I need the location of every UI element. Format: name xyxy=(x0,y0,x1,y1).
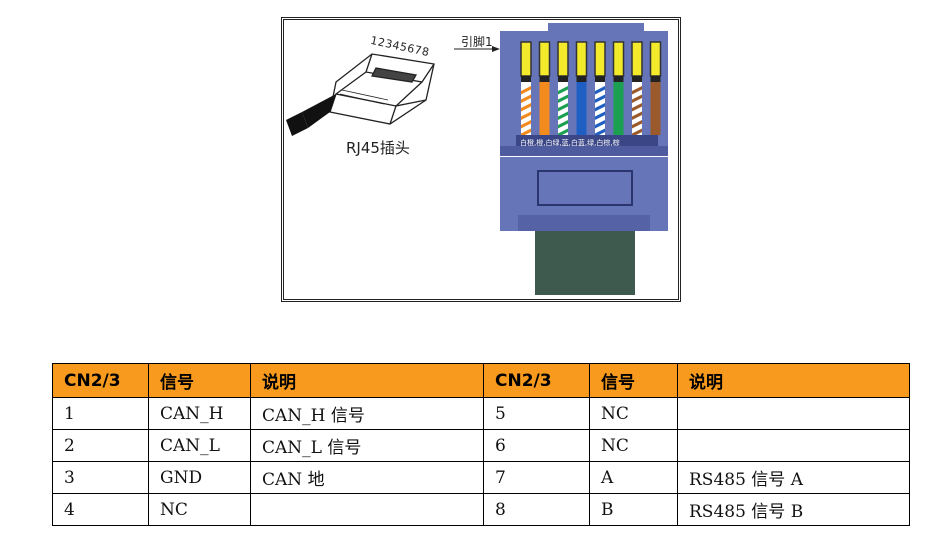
pin-description: CAN_H 信号 xyxy=(250,397,484,430)
pin-contact-3 xyxy=(557,41,569,77)
latch-window xyxy=(537,170,633,206)
wire-color-label: 白橙,橙,白绿,蓝,白蓝,绿,白棕,棕 xyxy=(520,139,620,147)
connector-cable xyxy=(535,231,635,295)
wire-stripe xyxy=(632,94,642,103)
wire-2 xyxy=(539,82,550,135)
rj45-illustration xyxy=(286,23,668,295)
pin-signal: GND xyxy=(148,461,251,494)
pin-signal: A xyxy=(589,461,678,494)
wire-stripe xyxy=(632,120,642,129)
wire-stripe xyxy=(521,94,531,103)
wire-stripe xyxy=(595,94,605,103)
wire-stripe xyxy=(595,86,605,95)
wire-stripe xyxy=(521,128,531,137)
connector-top-tab xyxy=(548,23,644,33)
connector-head-shadow xyxy=(500,146,668,156)
pin-band-4 xyxy=(576,76,587,82)
wire-stripe xyxy=(632,128,642,137)
plug-cable-end xyxy=(286,112,308,136)
pin-description xyxy=(250,493,484,526)
wire-label-strip xyxy=(516,135,658,146)
pin-contact-8 xyxy=(649,41,662,77)
pin-description xyxy=(677,429,910,462)
pin-band-5 xyxy=(595,76,605,82)
header-signal: 信号 xyxy=(148,363,251,398)
pin-band-1 xyxy=(521,76,531,82)
header-connector-2: CN2/3 xyxy=(483,363,590,398)
pin-signal: CAN_L xyxy=(148,429,251,462)
pin-signal: NC xyxy=(148,493,251,526)
wire-stripe xyxy=(595,103,605,112)
pin-contact-6 xyxy=(612,41,625,77)
wire-stripe xyxy=(632,86,642,95)
pin-band-7 xyxy=(632,76,642,82)
pin-number: 5 xyxy=(483,397,590,430)
rj45-plug-label: RJ45插头 xyxy=(346,139,410,157)
wire-stripe xyxy=(595,111,605,120)
wire-stripe xyxy=(521,111,531,120)
pin-contact-4 xyxy=(575,41,588,77)
pin-number: 1 xyxy=(52,397,149,430)
pin-description: RS485 信号 B xyxy=(677,493,910,526)
pin-signal: NC xyxy=(589,429,678,462)
wire-stripe xyxy=(558,94,568,103)
header-description: 说明 xyxy=(250,363,484,398)
pin-band-6 xyxy=(613,76,624,82)
wire-6 xyxy=(613,82,624,135)
rj45-plug-sketch xyxy=(329,53,435,125)
pin-description: RS485 信号 A xyxy=(677,461,910,494)
pin-contact-1 xyxy=(520,41,532,77)
pin-band-2 xyxy=(539,76,550,82)
wires-group xyxy=(520,41,662,137)
pin-contact-2 xyxy=(538,41,551,77)
rj45-pinout-figure: 12345678 RJ45插头 引脚1 白橙,橙,白绿,蓝,白蓝,绿,白棕,棕 xyxy=(281,17,681,302)
pin-signal: NC xyxy=(589,397,678,430)
wire-stripe xyxy=(558,111,568,120)
pin-number: 8 xyxy=(483,493,590,526)
wire-stripe xyxy=(521,103,531,112)
pin-description: CAN_L 信号 xyxy=(250,429,484,462)
header-signal-2: 信号 xyxy=(589,363,678,398)
table-row: 2 CAN_L CAN_L 信号 6 NC xyxy=(52,429,910,462)
wire-stripe xyxy=(595,120,605,129)
pin-contact-7 xyxy=(631,41,643,77)
pin-band-3 xyxy=(558,76,568,82)
wire-stripe xyxy=(558,120,568,129)
wire-stripe xyxy=(595,128,605,137)
wire-8 xyxy=(650,82,661,135)
wire-stripe xyxy=(632,103,642,112)
table-header-row: CN2/3 信号 说明 CN2/3 信号 说明 xyxy=(52,363,910,398)
wire-stripe xyxy=(558,86,568,95)
wire-stripe xyxy=(558,103,568,112)
table-row: 4 NC 8 B RS485 信号 B xyxy=(52,493,910,526)
pin1-arrow xyxy=(454,46,500,52)
pin-number: 6 xyxy=(483,429,590,462)
pin1-label: 引脚1 xyxy=(461,35,493,49)
pin-signal: CAN_H xyxy=(148,397,251,430)
pin-signal: B xyxy=(589,493,678,526)
pin-description: CAN 地 xyxy=(250,461,484,494)
pin-number: 7 xyxy=(483,461,590,494)
pin-number: 3 xyxy=(52,461,149,494)
pin-number: 2 xyxy=(52,429,149,462)
pin-definition-table: CN2/3 信号 说明 CN2/3 信号 说明 1 CAN_H CAN_H 信号… xyxy=(52,363,910,526)
table-row: 1 CAN_H CAN_H 信号 5 NC xyxy=(52,397,910,430)
pin-number: 4 xyxy=(52,493,149,526)
header-connector: CN2/3 xyxy=(52,363,149,398)
pin-band-8 xyxy=(650,76,661,82)
wire-stripe xyxy=(521,86,531,95)
pin-contact-5 xyxy=(594,41,606,77)
header-description-2: 说明 xyxy=(677,363,910,398)
latch-lower xyxy=(518,215,650,231)
wire-4 xyxy=(576,82,587,135)
wire-stripe xyxy=(521,120,531,129)
wire-stripe xyxy=(558,128,568,137)
plug-cable xyxy=(302,94,336,128)
table-row: 3 GND CAN 地 7 A RS485 信号 A xyxy=(52,461,910,494)
wire-stripe xyxy=(632,111,642,120)
pin-description xyxy=(677,397,910,430)
